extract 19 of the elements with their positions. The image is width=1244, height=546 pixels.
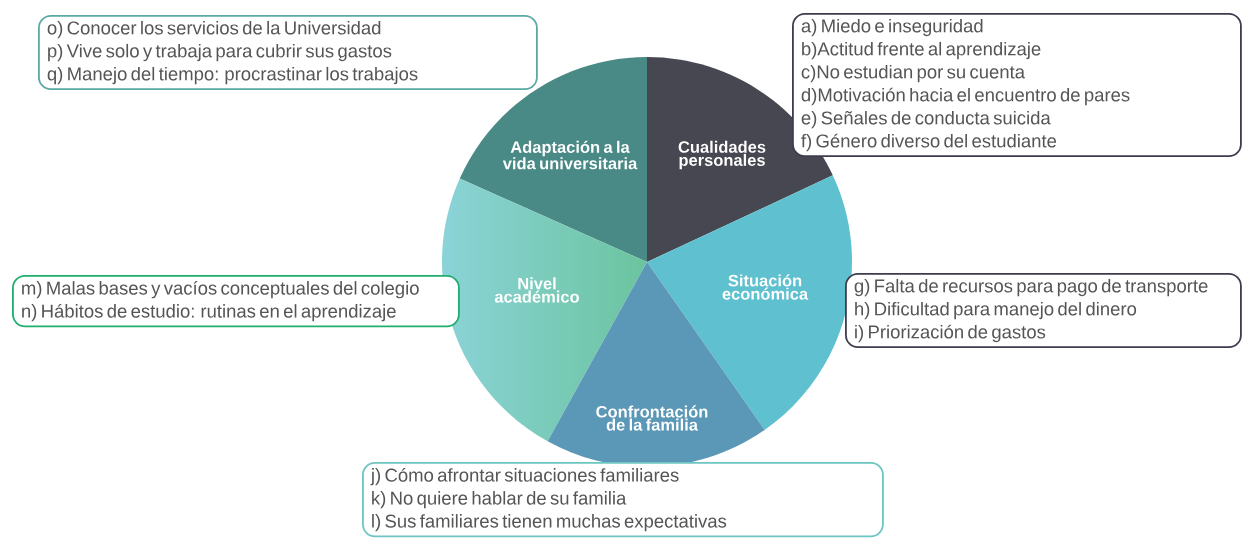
list-item: h) Dificultad para manejo del dinero bbox=[855, 301, 1137, 320]
list-item: a) Miedo e inseguridad bbox=[801, 18, 983, 37]
callout-box bbox=[38, 15, 538, 91]
list-item: n) Hábitos de estudio: rutinas en el aprendizaje bbox=[22, 303, 396, 322]
callout-box bbox=[792, 13, 1242, 158]
pie-slice: Adaptación a la vida universitaria bbox=[459, 57, 647, 262]
list-item: m) Malas bases y vacíos conceptuales del colegio bbox=[22, 280, 419, 299]
list-item: p) Vive solo y trabaja para cubrir sus gastos bbox=[48, 43, 392, 62]
list-item: q) Manejo del tiempo: procrastinar los trabajos bbox=[47, 66, 418, 85]
callout-box bbox=[845, 273, 1242, 349]
list-item: g) Falta de recursos para pago de transporte bbox=[854, 278, 1208, 297]
list-item: k) No quiere hablar de su familia bbox=[372, 491, 627, 509]
list-item: i) Priorización de gastos bbox=[855, 324, 1046, 343]
callout-box bbox=[362, 462, 884, 538]
list-item: j) Cómo afrontar situaciones familiares bbox=[370, 467, 679, 486]
list-item: b)Actitud frente al aprendizaje bbox=[802, 41, 1041, 60]
list-item: o) Conocer los servicios de la Universidad bbox=[47, 20, 381, 39]
list-item: l) Sus familiares tienen muchas expectativas bbox=[372, 514, 727, 532]
callout-box bbox=[12, 275, 460, 328]
